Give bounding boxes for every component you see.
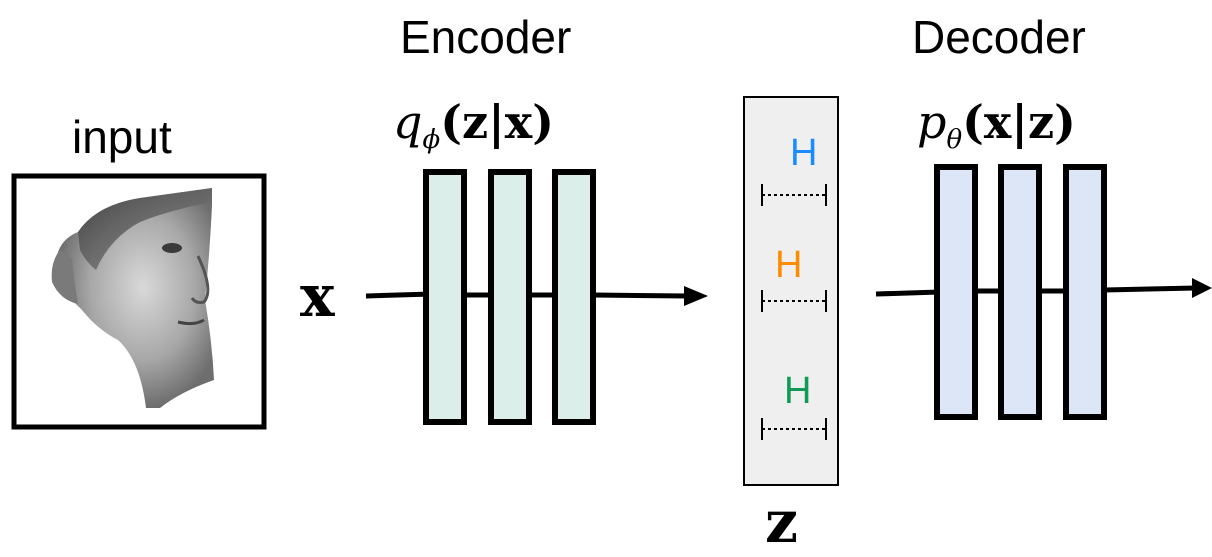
z-symbol: z [765, 488, 798, 556]
x-symbol: x [300, 262, 335, 330]
encoder-formula-sub: ϕ [422, 125, 441, 156]
decoder-network [934, 164, 1107, 420]
input-connector [365, 291, 433, 299]
decoder-formula-args: (x|z) [962, 95, 1076, 149]
encoder-layer-2 [488, 169, 532, 425]
encoder-formula-main: q [393, 95, 423, 149]
decoder-formula-main: p [917, 95, 947, 149]
decoder-layer-2 [998, 164, 1042, 420]
encoder-label: Encoder [400, 11, 572, 63]
latent-marker-3: H [784, 370, 812, 412]
encoder-formula: qϕ(z|x) [393, 95, 554, 155]
decoder-input-connector [875, 289, 941, 297]
latent-vector [743, 96, 839, 486]
input-face-image [11, 173, 267, 430]
latent-brackets [761, 184, 827, 440]
latent-marker-1: H [790, 132, 818, 174]
decoder-formula: pθ(x|z) [917, 95, 1076, 155]
encoder-output-arrow [592, 286, 708, 306]
encoder-layer-1 [423, 169, 467, 425]
input-label: input [72, 111, 172, 163]
decoder-layer-3 [1063, 164, 1107, 420]
decoder-output-arrow [1103, 278, 1212, 298]
encoder-formula-args: (z|x) [440, 95, 554, 149]
encoder-network [423, 169, 596, 425]
latent-marker-2: H [775, 244, 803, 286]
decoder-layer-1 [934, 164, 978, 420]
decoder-label: Decoder [912, 11, 1086, 63]
decoder-formula-sub: θ [946, 125, 963, 156]
encoder-layer-3 [552, 169, 596, 425]
